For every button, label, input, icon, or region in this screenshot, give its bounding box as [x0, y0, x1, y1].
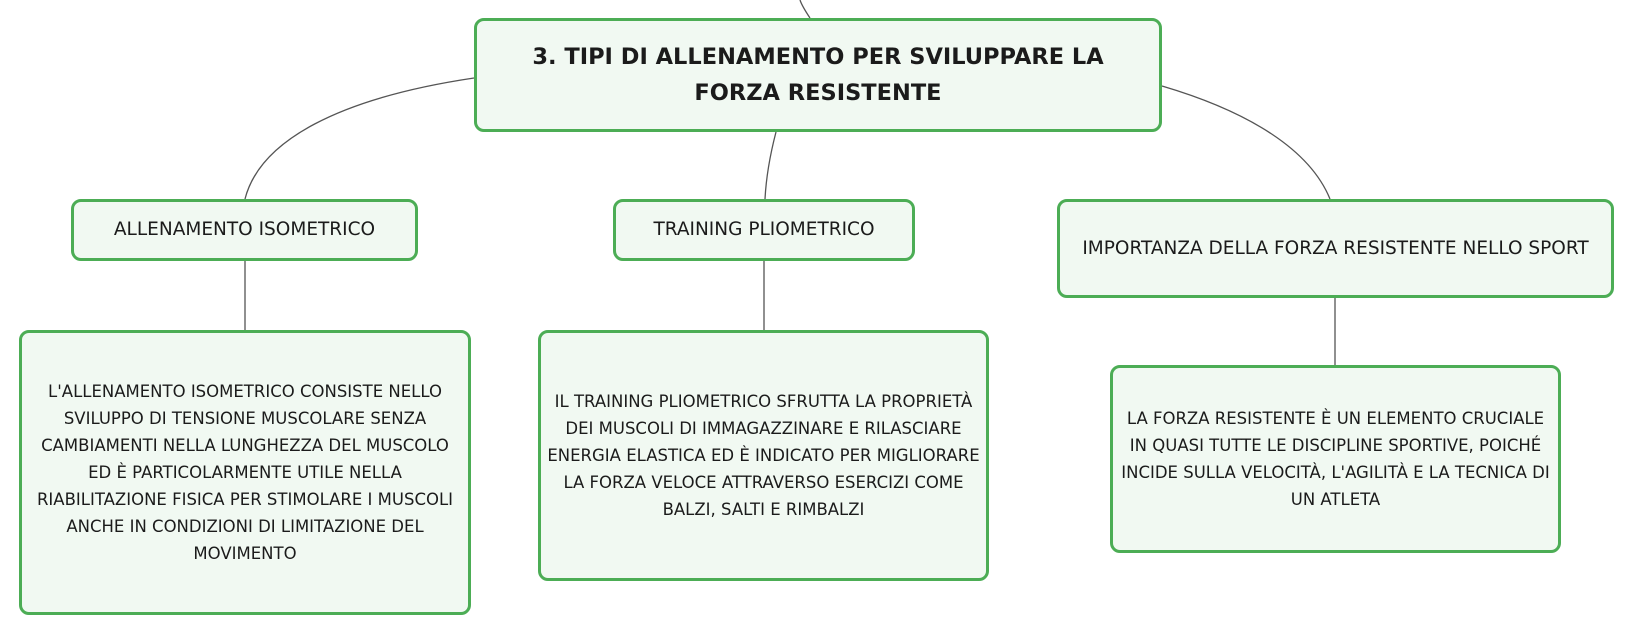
branch-node-isometrico[interactable]: ALLENAMENTO ISOMETRICO — [71, 199, 418, 261]
branch-label-isometrico: ALLENAMENTO ISOMETRICO — [113, 219, 376, 240]
root-node[interactable]: 3. TIPI DI ALLENAMENTO PER SVILUPPARE LA… — [474, 18, 1162, 132]
detail-node-pliometrico[interactable]: IL TRAINING PLIOMETRICO SFRUTTA LA PROPR… — [538, 330, 989, 581]
detail-text-importanza: LA FORZA RESISTENTE È UN ELEMENTO CRUCIA… — [1121, 409, 1550, 509]
root-title: 3. TIPI DI ALLENAMENTO PER SVILUPPARE LA… — [532, 44, 1104, 106]
detail-node-importanza[interactable]: LA FORZA RESISTENTE È UN ELEMENTO CRUCIA… — [1110, 365, 1561, 553]
detail-node-isometrico[interactable]: L'ALLENAMENTO ISOMETRICO CONSISTE NELLO … — [19, 330, 471, 615]
connector-incoming — [799, 0, 811, 19]
branch-label-importanza: IMPORTANZA DELLA FORZA RESISTENTE NELLO … — [1082, 237, 1589, 259]
connector-root-to-importanza — [1161, 85, 1331, 200]
detail-text-pliometrico: IL TRAINING PLIOMETRICO SFRUTTA LA PROPR… — [547, 392, 980, 519]
connector-root-to-isometrico — [244, 77, 475, 200]
connector-root-to-pliometrico — [764, 131, 777, 200]
detail-text-isometrico: L'ALLENAMENTO ISOMETRICO CONSISTE NELLO … — [36, 382, 454, 563]
branch-node-pliometrico[interactable]: TRAINING PLIOMETRICO — [613, 199, 915, 261]
branch-node-importanza[interactable]: IMPORTANZA DELLA FORZA RESISTENTE NELLO … — [1057, 199, 1614, 298]
branch-label-pliometrico: TRAINING PLIOMETRICO — [653, 219, 875, 240]
